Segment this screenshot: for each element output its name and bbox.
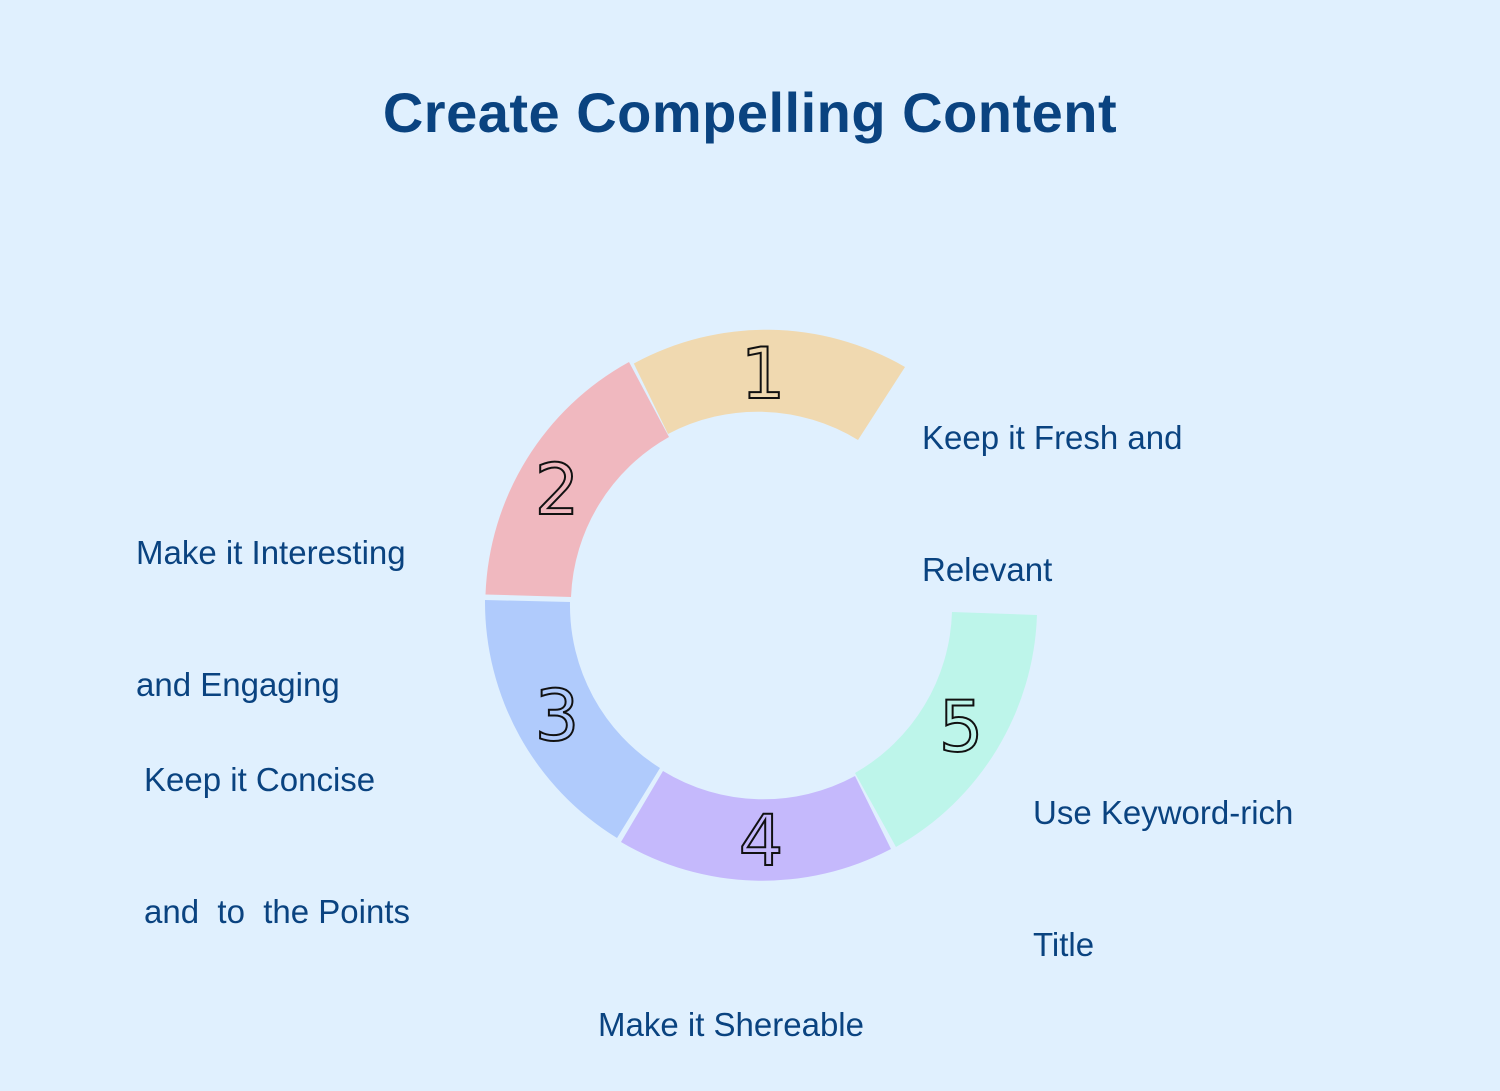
step-label-2: Make it Interesting and Engaging — [136, 443, 406, 751]
segment-4 — [621, 771, 891, 881]
cycle-ring: 1 2 3 4 5 — [484, 329, 1037, 883]
step-label-5-line2: Title — [1033, 926, 1095, 963]
step-number-3: 3 — [535, 675, 580, 757]
step-number-4: 4 — [739, 800, 784, 882]
step-number-1: 1 — [741, 333, 786, 415]
segment-5 — [855, 612, 1037, 847]
segment-2 — [485, 362, 669, 597]
step-number-2: 2 — [535, 449, 580, 531]
step-label-4: Make it Shereable — [598, 915, 864, 1091]
step-label-1: Keep it Fresh and Relevant — [922, 328, 1183, 636]
step-label-4-line1: Make it Shereable — [598, 1006, 864, 1043]
step-label-5: Use Keyword-rich Title — [1033, 703, 1293, 1011]
step-label-3: Keep it Concise and to the Points — [144, 670, 410, 978]
segment-3 — [484, 600, 660, 838]
segment-1 — [633, 329, 905, 440]
diagram-title: Create Compelling Content — [382, 81, 1118, 144]
step-label-1-line1: Keep it Fresh and — [922, 419, 1183, 456]
step-label-2-line1: Make it Interesting — [136, 534, 406, 571]
step-label-2-line2: and Engaging — [136, 666, 340, 703]
step-number-5: 5 — [939, 686, 984, 768]
step-label-1-line2: Relevant — [922, 551, 1053, 588]
step-label-3-line1: Keep it Concise — [144, 761, 376, 798]
step-label-5-line1: Use Keyword-rich — [1033, 794, 1294, 831]
step-label-3-line2: and to the Points — [144, 893, 411, 930]
